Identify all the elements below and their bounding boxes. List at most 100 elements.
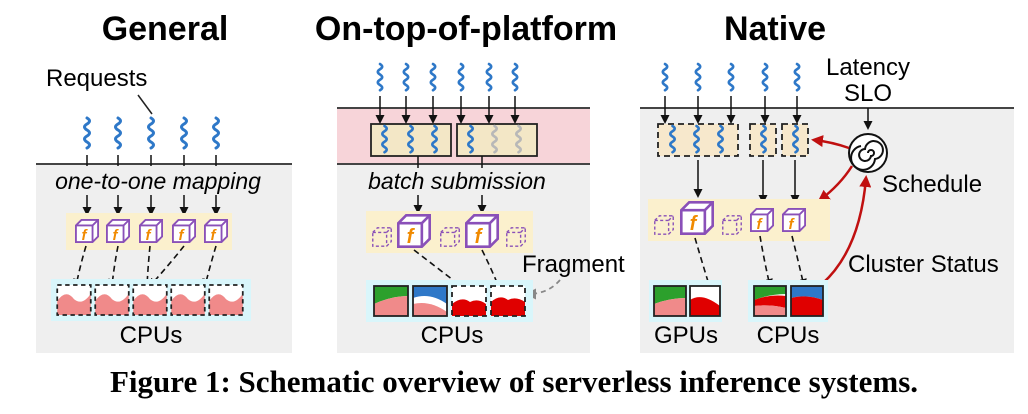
request-wave-icon: [485, 62, 493, 92]
function-instances: f f f: [654, 201, 806, 235]
dispatch-arrows: [72, 245, 217, 288]
cpu-chips: [753, 285, 824, 317]
cpu-chip-fragmented: [451, 285, 487, 317]
function-cube-icon: [172, 219, 196, 243]
request-waves: [661, 62, 801, 92]
cpu-chip-fragmented: [490, 285, 526, 317]
cpu-chip-mixed: [753, 285, 787, 317]
request-wave-icon: [694, 62, 702, 92]
schedule-label: Schedule: [882, 171, 982, 198]
cpu-chip-mixed-blue: [790, 285, 824, 317]
function-glyph: f: [211, 227, 218, 244]
function-cube-icon: [204, 219, 228, 243]
function-cube-icon: [750, 208, 774, 232]
function-glyph: f: [757, 216, 764, 233]
adaptive-batch-2: [749, 123, 777, 157]
request-wave-icon: [402, 62, 410, 92]
panel-on-top-of-platform: batch submission f f Fragment: [337, 62, 625, 353]
cpus-label: CPUs: [120, 322, 183, 349]
cpus-label: CPUs: [757, 322, 820, 349]
cpu-chip-blue: [412, 285, 448, 317]
requests-pointer: [137, 94, 153, 115]
request-wave-icon: [661, 62, 669, 92]
function-cube-icon: [396, 214, 432, 248]
fragment-label: Fragment: [522, 251, 625, 278]
cpu-chip-icon: [56, 284, 92, 316]
cpu-chip-icon: [94, 284, 130, 316]
cluster-status-arrow: [821, 175, 872, 285]
request-arrows: [375, 96, 520, 124]
request-wave-icon: [457, 62, 465, 92]
request-wave-icon: [727, 62, 735, 92]
function-glyph: f: [113, 227, 120, 244]
function-cube-icon: [139, 219, 163, 243]
function-cube-icon: [75, 219, 99, 243]
request-wave-icon: [793, 62, 801, 92]
function-glyph: f: [690, 213, 699, 235]
request-wave-icon: [429, 62, 437, 92]
mapping-arrows: [82, 195, 221, 216]
batch-submission-label: batch submission: [368, 168, 546, 194]
request-wave-icon: [376, 62, 384, 92]
requests-label: Requests: [46, 65, 147, 92]
request-wave-icon: [511, 62, 519, 92]
adaptive-batch-1: [657, 123, 739, 157]
panel-general: Requests one-to-one mapping: [36, 65, 292, 353]
batch-arrows: [413, 195, 487, 214]
schedule-to-functions-arrow: [817, 165, 854, 202]
cpu-chip-green: [373, 285, 409, 317]
one-to-one-mapping-label: one-to-one mapping: [55, 168, 261, 194]
batch-ticks: [417, 156, 483, 168]
function-cube-icon: [464, 214, 500, 248]
request-wave-icon: [114, 116, 122, 150]
cpu-chip-icon: [132, 284, 168, 316]
function-cube-icon: [106, 219, 130, 243]
latency-label: Latency: [826, 54, 910, 81]
scheduler-icon: [848, 133, 888, 173]
slo-label: SLO: [844, 80, 892, 107]
heading-on-top-of-platform: On-top-of-platform: [315, 10, 617, 48]
heading-general: General: [102, 10, 229, 48]
mapping-ticks: [86, 155, 217, 166]
adaptive-batch-3: [781, 123, 809, 157]
function-cube-icon: [679, 201, 715, 235]
heading-native: Native: [724, 10, 826, 48]
batch-box-1: [370, 123, 452, 157]
fragment-pointer: [525, 279, 561, 300]
cpu-chips: [56, 284, 244, 316]
cpus-label: CPUs: [421, 322, 484, 349]
request-wave-icon: [180, 116, 188, 150]
gpus-label: GPUs: [654, 322, 718, 349]
request-waves: [376, 62, 519, 92]
batch-box-2: [456, 123, 538, 157]
request-arrows: [660, 96, 802, 124]
platform-area: [36, 164, 292, 353]
cpu-chip-icon: [170, 284, 206, 316]
request-wave-icon: [212, 116, 220, 150]
function-cube-icon: [782, 208, 806, 232]
cpu-chips: [373, 285, 526, 317]
request-wave-icon: [83, 116, 91, 150]
gpu-chip-green: [653, 285, 687, 317]
function-instances: f f: [372, 214, 526, 248]
request-wave-icon: [761, 62, 769, 92]
request-wave-icon: [147, 116, 155, 150]
schedule-to-batch-arrow: [811, 135, 850, 150]
panel-native: Latency SLO: [640, 54, 1014, 353]
function-glyph: f: [789, 216, 796, 233]
cluster-status-label: Cluster Status: [848, 251, 999, 278]
function-glyph: f: [475, 226, 484, 248]
function-glyph: f: [146, 227, 153, 244]
figure-caption: Figure 1: Schematic overview of serverle…: [109, 364, 919, 399]
function-instances: f f f f f: [75, 219, 228, 244]
request-waves: [83, 116, 220, 150]
function-glyph: f: [407, 226, 416, 248]
dispatch-arrows: [694, 235, 807, 290]
function-glyph: f: [82, 227, 89, 244]
cpu-chip-icon: [208, 284, 244, 316]
batch-arrows: [693, 160, 800, 204]
gpu-chips: [653, 285, 721, 317]
gpu-chip-red: [689, 285, 721, 317]
function-glyph: f: [179, 227, 186, 244]
